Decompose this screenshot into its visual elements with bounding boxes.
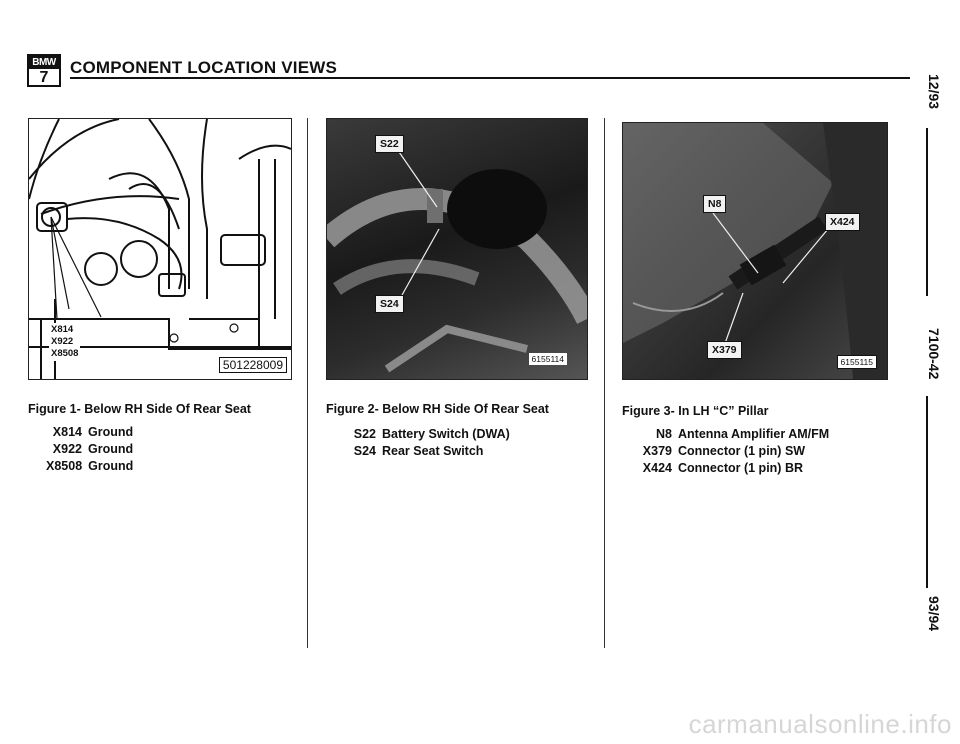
legend-code: X424 [642,461,672,475]
header-rule [70,77,910,79]
figure1-image-code: 501228009 [218,357,287,373]
figure3-image-code: 6155115 [836,355,877,369]
legend-code: X379 [642,444,672,458]
figure2-caption: Figure 2- Below RH Side Of Rear Seat [326,402,549,416]
legend-desc: Ground [88,442,134,456]
legend-code: X922 [52,442,82,456]
bmw-7-logo: BMW 7 [27,54,61,87]
figure2-drawing [327,148,587,373]
watermark: carmanualsonline.info [688,709,952,739]
photo-label-s24: S24 [375,295,404,313]
legend-row: X8508 Ground [46,458,133,475]
figure2-image-code: 6155114 [528,353,567,365]
side-rule-2 [926,396,928,588]
figure3-caption: Figure 3- In LH “C” Pillar [622,404,769,418]
figure1-callout: X8508 [51,348,79,359]
legend-row: S24 Rear Seat Switch [352,443,510,460]
legend-desc: Ground [88,425,134,439]
legend-row: X922 Ground [46,441,133,458]
photo-label-n8: N8 [703,195,727,213]
figure1-callouts: X814 X922 X8508 [49,323,81,361]
side-page-number: 7100-42 [926,328,942,380]
figure1-callout: X922 [51,336,74,347]
legend-row: X379 Connector (1 pin) SW [640,443,829,460]
figure3-photo: N8 X424 X379 6155115 [622,122,888,380]
side-rule-1 [926,128,928,296]
legend-code: S22 [353,427,376,441]
legend-code: X814 [52,425,82,439]
legend-desc: Connector (1 pin) SW [678,444,806,458]
column-divider-1 [307,118,308,648]
side-year: 93/94 [926,596,942,632]
legend-desc: Rear Seat Switch [382,444,484,458]
photo-label-s22: S22 [375,135,404,153]
legend-row: S22 Battery Switch (DWA) [352,426,510,443]
logo-brand: BMW [29,56,59,69]
legend-desc: Battery Switch (DWA) [382,427,510,441]
photo-label-x424: X424 [825,213,860,231]
legend-row: X814 Ground [46,424,133,441]
figure1-callout: X814 [51,324,74,335]
logo-series: 7 [39,69,49,86]
legend-row: X424 Connector (1 pin) BR [640,460,829,477]
legend-desc: Connector (1 pin) BR [678,461,803,475]
legend-desc: Antenna Amplifier AM/FM [678,427,830,441]
legend-code: S24 [353,444,376,458]
figure1-illustration: X814 X922 X8508 501228009 [28,118,292,380]
legend-code: N8 [656,427,672,441]
legend-desc: Ground [88,459,134,473]
legend-code: X8508 [46,459,83,473]
figure2-legend: S22 Battery Switch (DWA) S24 Rear Seat Swi… [352,426,510,460]
side-date: 12/93 [926,74,942,110]
figure2-photo: S22 S24 6155114 [326,118,588,380]
figure3-drawing [623,123,887,379]
figure1-caption: Figure 1- Below RH Side Of Rear Seat [28,402,251,416]
column-divider-2 [604,118,605,648]
photo-label-x379: X379 [707,341,742,359]
page-title: COMPONENT LOCATION VIEWS [70,58,338,77]
legend-row: N8 Antenna Amplifier AM/FM [640,426,829,443]
